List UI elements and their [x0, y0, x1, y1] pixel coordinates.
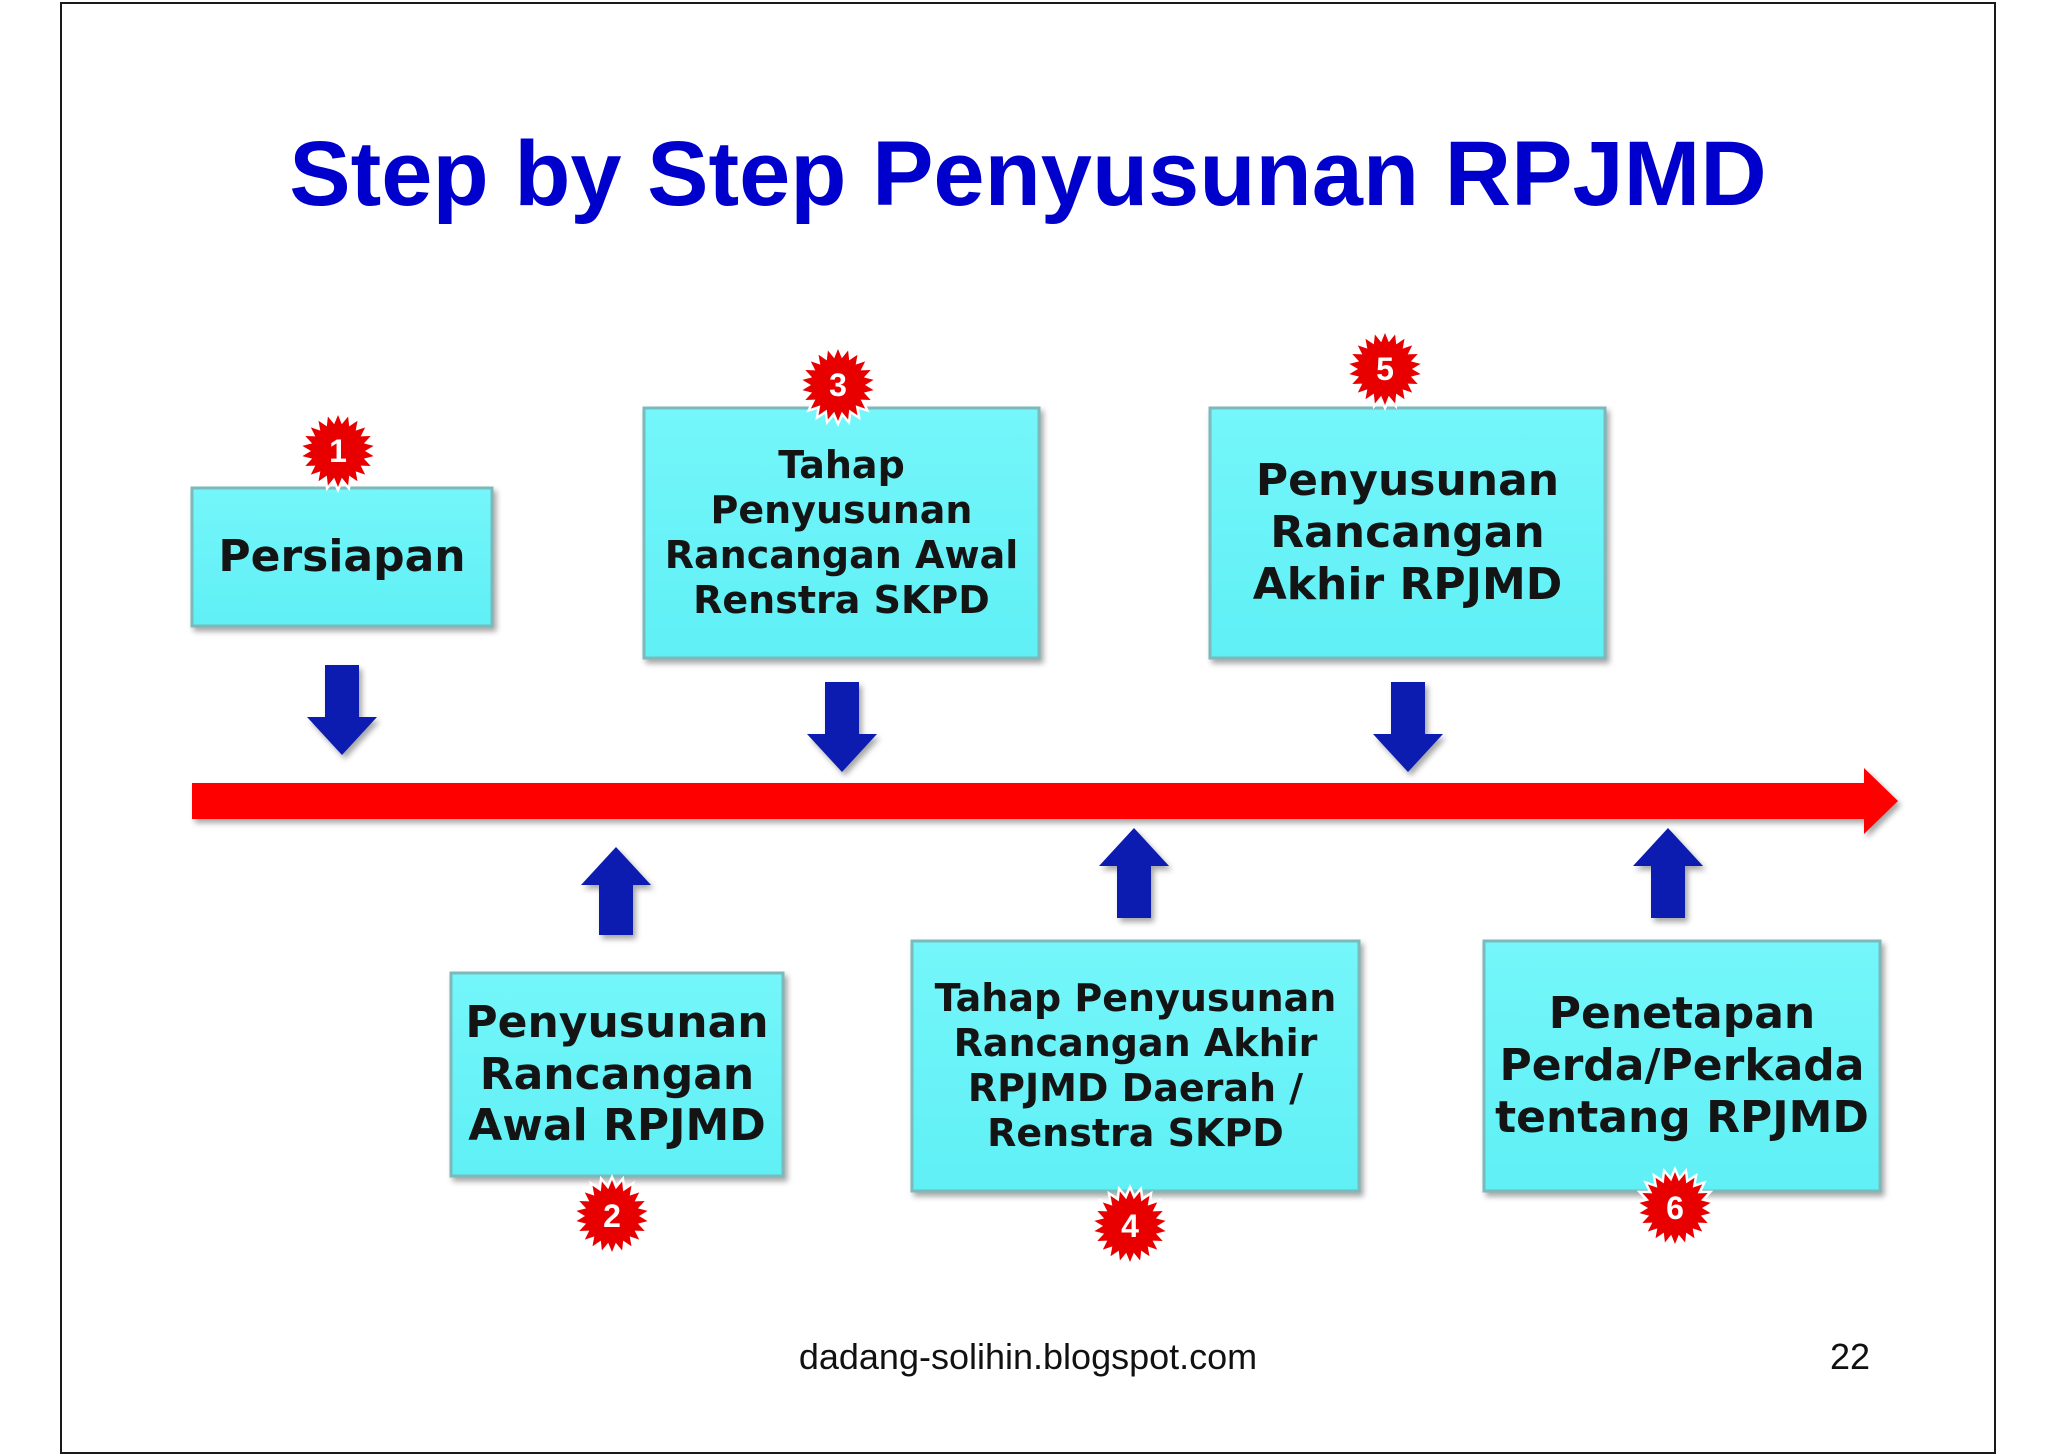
step-1-box	[190, 486, 494, 628]
step-6-box	[1482, 939, 1882, 1193]
step-1-label: Persiapan	[218, 531, 466, 583]
step-4-badge	[1094, 1190, 1166, 1262]
step-4-label: Tahap Penyusunan Rancangan Akhir RPJMD D…	[934, 976, 1337, 1155]
step-3-arrow-down	[807, 682, 877, 772]
step-2-arrow-up	[581, 847, 651, 935]
step-5-box	[1208, 406, 1607, 660]
step-5-label: Penyusunan Rancangan Akhir RPJMD	[1252, 455, 1563, 610]
step-2-label: Penyusunan Rancangan Awal RPJMD	[465, 996, 769, 1152]
step-4-box	[910, 939, 1361, 1193]
page-number: 22	[1829, 1336, 1871, 1377]
step-1-arrow-down	[307, 665, 377, 755]
step-4-arrow-up	[1099, 828, 1169, 918]
step-2-badge	[576, 1180, 648, 1252]
step-3-box	[642, 406, 1041, 660]
step-6-number: 6	[1666, 1189, 1684, 1226]
slide-title: Step by Step Penyusunan RPJMD	[289, 123, 1767, 225]
step-6-label: Penetapan Perda/Perkada tentang RPJMD	[1495, 988, 1869, 1143]
timeline-arrow	[192, 768, 1898, 834]
step-6-badge	[1639, 1172, 1711, 1244]
step-3-number: 3	[829, 366, 847, 403]
step-5-badge	[1349, 333, 1421, 405]
step-1-badge	[302, 415, 374, 487]
step-2-number: 2	[603, 1197, 621, 1234]
step-3-label: Tahap Penyusunan Rancangan Awal Renstra …	[664, 443, 1019, 622]
step-4-number: 4	[1121, 1207, 1139, 1244]
step-5-arrow-down	[1373, 682, 1443, 772]
step-3-badge	[802, 349, 874, 421]
step-2-box	[449, 971, 785, 1178]
step-5-number: 5	[1376, 350, 1394, 387]
step-6-arrow-up	[1633, 828, 1703, 918]
footer-url: dadang-solihin.blogspot.com	[798, 1336, 1258, 1377]
step-1-number: 1	[329, 432, 347, 469]
